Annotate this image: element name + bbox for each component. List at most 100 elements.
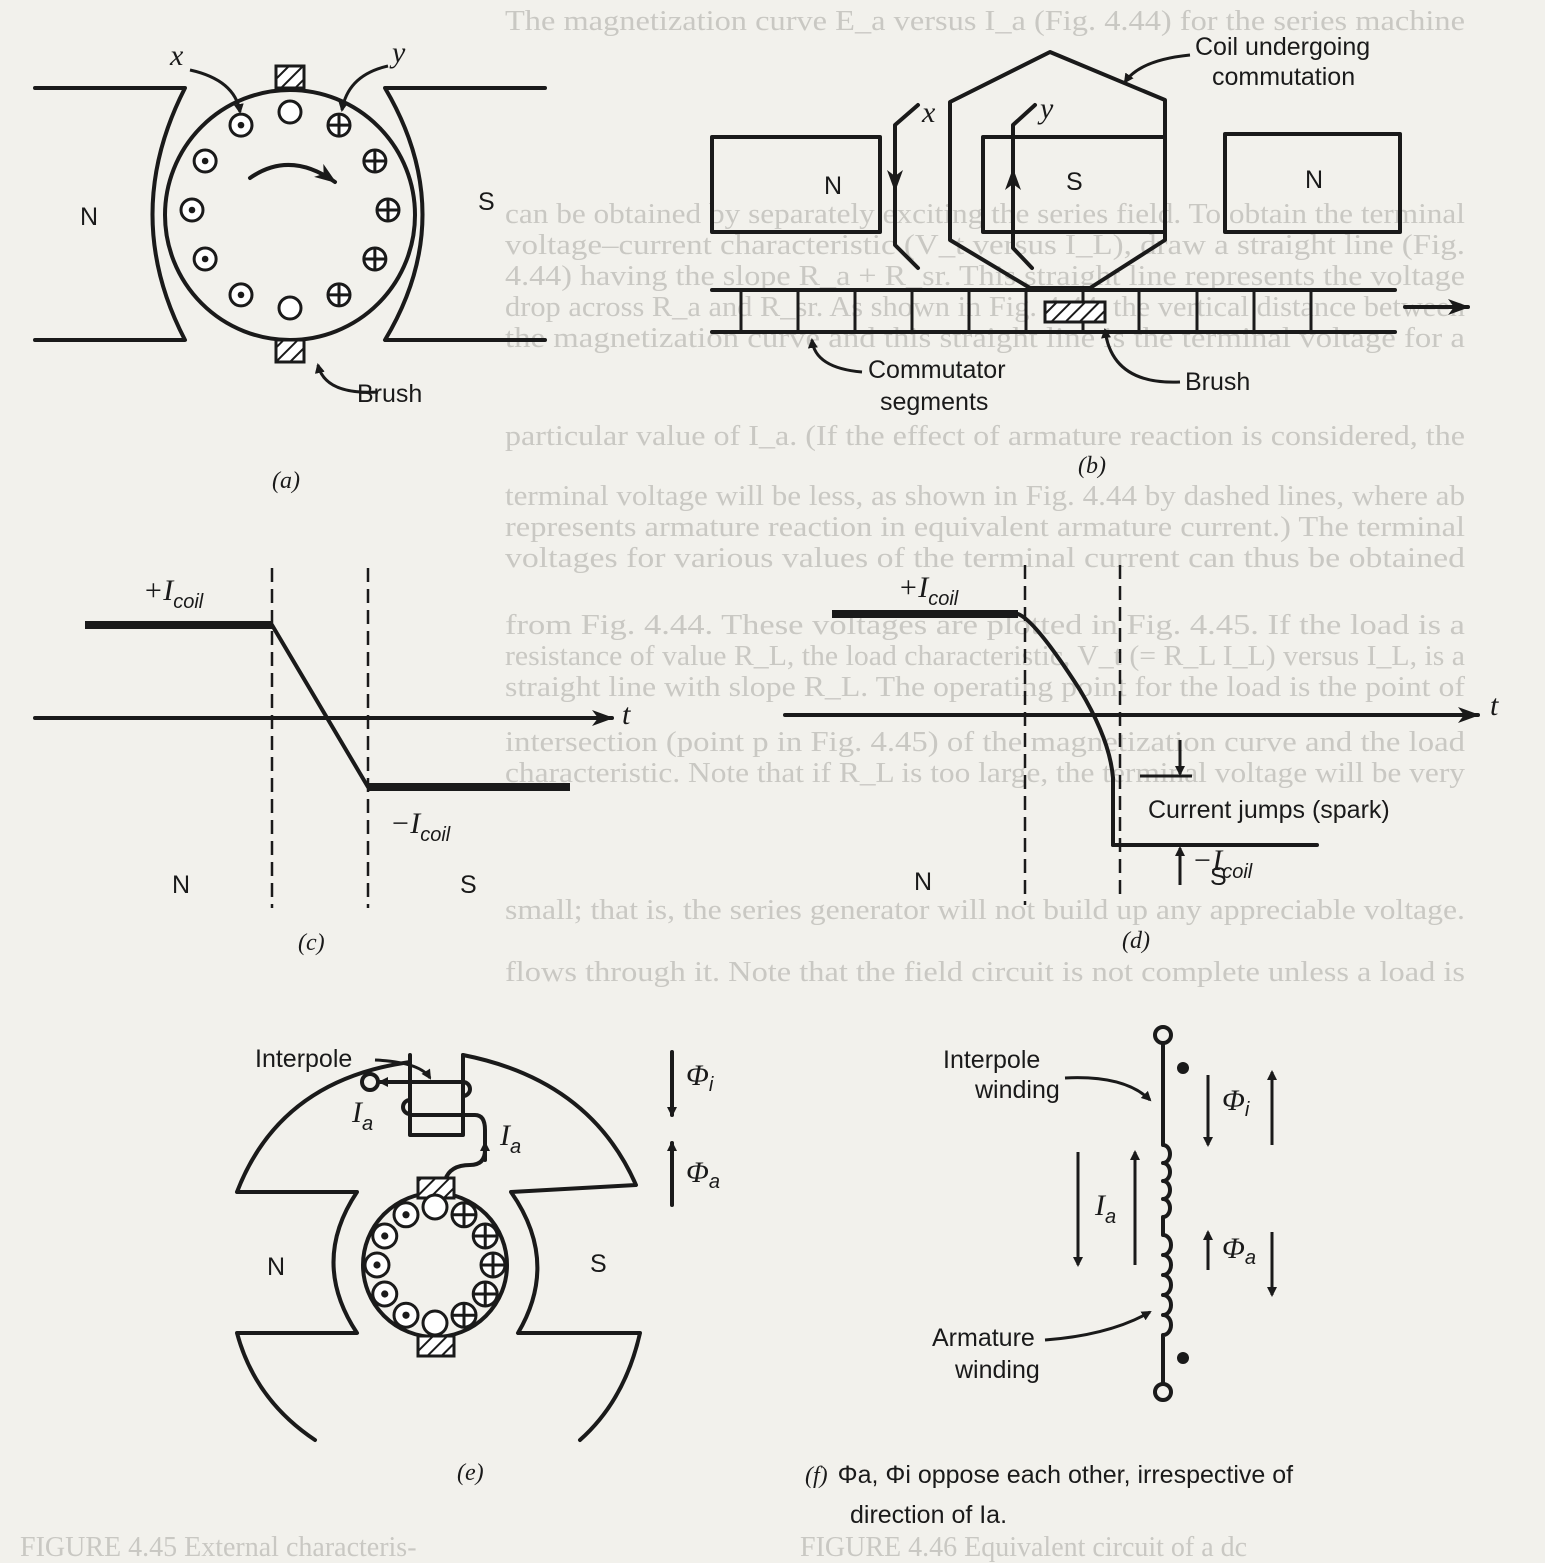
winding-loop-left xyxy=(401,1098,412,1116)
caption-b: (b) xyxy=(1078,453,1106,479)
conductors xyxy=(363,1193,507,1337)
figure-c: t +Icoil −Icoil N S (c) xyxy=(33,568,631,956)
commutator-label-1: Commutator xyxy=(868,356,1006,384)
ghost-text-line: resistance of value R_L, the load charac… xyxy=(505,641,1466,672)
north-pole-shoe xyxy=(33,86,187,342)
current-out-icon xyxy=(179,197,205,223)
current-in-icon xyxy=(326,282,352,308)
coil-label-2: commutation xyxy=(1212,63,1355,91)
series-winding xyxy=(1161,1041,1173,1386)
current-in-icon xyxy=(362,246,388,272)
figure-b: N S N x y Coil undergoing commutation Co… xyxy=(710,33,1470,479)
ghost-text-line: voltages for various values of the termi… xyxy=(505,543,1465,574)
pole-label-s: S xyxy=(460,871,477,899)
pole-label-s: S xyxy=(1066,168,1083,196)
linear-commutation-ramp xyxy=(270,623,370,789)
ghost-text-line: small; that is, the series generator wil… xyxy=(505,895,1465,926)
south-pole-shoe xyxy=(383,86,547,342)
commutating-coil xyxy=(948,50,1167,290)
conductor-label-y: y xyxy=(1037,92,1054,125)
current-out-icon xyxy=(371,1280,399,1308)
current-out-icon xyxy=(228,112,254,138)
commutator-segments xyxy=(739,290,1313,332)
south-pole-yoke xyxy=(461,1053,642,1442)
current-out-icon xyxy=(192,246,218,272)
ghost-text-line: drop across R_a and R_sr. As shown in Fi… xyxy=(505,292,1465,323)
current-label-left: Ia xyxy=(351,1096,373,1135)
current-label-right: Ia xyxy=(499,1119,521,1158)
figure-e: Interpole Ia Ia Φi Φa N S (e) xyxy=(235,1045,720,1486)
caption-f: (f)Φa, Φi oppose each other, irrespectiv… xyxy=(805,1461,1293,1489)
interpole-winding-label-1: Interpole xyxy=(943,1046,1040,1074)
spark-label: Current jumps (spark) xyxy=(1148,796,1390,824)
minus-icoil-label: −Icoil xyxy=(1192,844,1253,883)
neutral-conductor-icon xyxy=(421,1193,449,1221)
polarity-dot-top xyxy=(1177,1062,1189,1074)
armature-winding-label-2: winding xyxy=(954,1356,1040,1384)
ghost-footer-1: FIGURE 4.45 External characteris- xyxy=(20,1532,417,1563)
brush-pointer-arrow xyxy=(314,363,379,394)
pole-label-n: N xyxy=(172,871,190,899)
ghost-text-line: represents armature reaction in equivale… xyxy=(505,512,1465,543)
interpole-label: Interpole xyxy=(255,1045,352,1073)
phi-a-label: Φa xyxy=(1222,1232,1256,1269)
pole-label-s: S xyxy=(590,1250,607,1278)
interpole-winding-label-2: winding xyxy=(974,1076,1060,1104)
conductors xyxy=(179,99,401,321)
ghost-text-line: terminal voltage will be less, as shown … xyxy=(505,481,1465,512)
caption-e: (e) xyxy=(457,1460,484,1486)
ghost-text-line: particular value of I_a. (If the effect … xyxy=(505,421,1465,452)
terminal-bottom xyxy=(1153,1382,1173,1402)
interpole-winding-lead xyxy=(408,1113,487,1182)
x-pointer-arrow xyxy=(189,68,244,114)
ghost-text-line: intersection (point p in Fig. 4.45) of t… xyxy=(505,727,1465,758)
pole-label-s: S xyxy=(1210,863,1227,891)
current-out-icon xyxy=(192,148,218,174)
interpole-pointer-arrow xyxy=(374,1058,432,1080)
neutral-conductor-icon xyxy=(277,99,303,125)
ia-label: Ia xyxy=(1094,1189,1116,1228)
current-in-icon xyxy=(362,148,388,174)
plus-icoil-label: +Icoil xyxy=(898,571,959,610)
ghost-text-line: the magnetization curve and this straigh… xyxy=(505,323,1466,354)
ghost-text-line: can be obtained by separately exciting t… xyxy=(505,199,1465,230)
current-out-icon xyxy=(392,1201,420,1229)
brush-label: Brush xyxy=(357,380,422,408)
current-out-icon xyxy=(371,1222,399,1250)
neutral-conductor-icon xyxy=(277,295,303,321)
bleed-through-text: The magnetization curve E_a versus I_a (… xyxy=(505,6,1466,988)
current-in-icon xyxy=(326,112,352,138)
ghost-text-line: straight line with slope R_L. The operat… xyxy=(505,672,1466,703)
conductor-label-x: x xyxy=(169,39,184,72)
caption-c: (c) xyxy=(298,930,325,956)
top-brush xyxy=(274,64,306,90)
ghost-footer-2: FIGURE 4.46 Equivalent circuit of a dc xyxy=(800,1532,1247,1563)
delayed-commutation-curve xyxy=(1016,612,1115,780)
bottom-brush xyxy=(274,338,306,364)
polarity-dot-bottom xyxy=(1177,1352,1189,1364)
figure-d: t Current jumps (spark) +Icoil −Icoil N … xyxy=(783,565,1499,954)
ghost-text-line: characteristic. Note that if R_L is too … xyxy=(505,758,1465,789)
caption-d: (d) xyxy=(1122,928,1150,954)
north-pole-yoke xyxy=(235,1060,412,1442)
brush-pointer-arrow xyxy=(1101,328,1181,384)
armature-winding-label-1: Armature xyxy=(932,1324,1035,1352)
coil-label-1: Coil undergoing xyxy=(1195,33,1370,61)
pole-label-s: S xyxy=(478,188,495,216)
ghost-text-line: 4.44) having the slope R_a + R_sr. This … xyxy=(505,261,1465,292)
phi-i-label: Φi xyxy=(1222,1084,1250,1121)
phi-i-label: Φi xyxy=(686,1059,714,1096)
conductor-label-x: x xyxy=(921,96,936,129)
bottom-brush xyxy=(416,1334,456,1358)
terminal-left xyxy=(360,1072,380,1092)
figure-f: Φi Ia Φa Interpole winding Armature wind… xyxy=(805,1025,1293,1529)
current-in-icon xyxy=(375,197,401,223)
winding-loop-right xyxy=(461,1080,472,1098)
armature-winding-pointer xyxy=(1044,1310,1152,1342)
phi-a-label: Φa xyxy=(686,1156,720,1193)
figure-a: N S x y Brush (a) xyxy=(33,36,547,494)
plus-icoil-label: +Icoil xyxy=(143,574,204,613)
rotation-arrow xyxy=(248,163,337,184)
